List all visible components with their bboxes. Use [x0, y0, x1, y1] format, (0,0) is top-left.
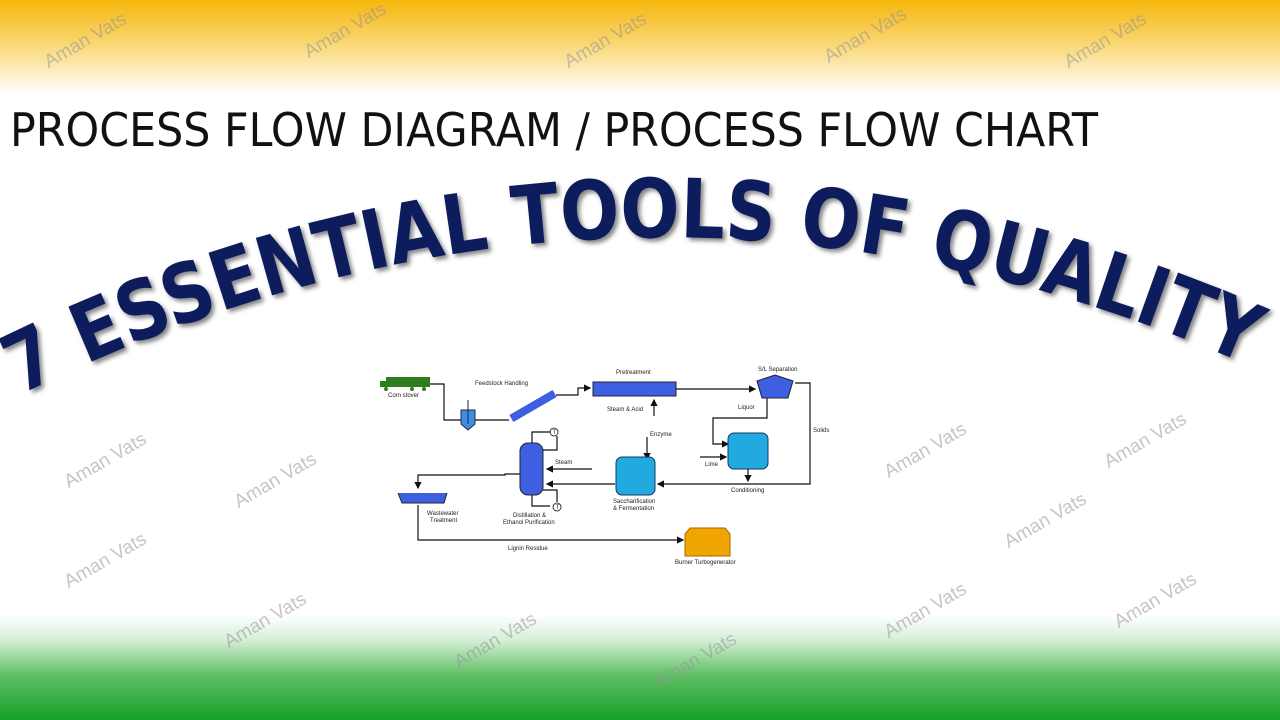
- process-flow-diagram: T T Corn stover Feedstock Handling Pretr…: [380, 367, 829, 566]
- temp-label: T: [553, 430, 557, 436]
- label: Wastewater: [427, 511, 458, 517]
- label: Distillation &: [513, 513, 546, 519]
- label: Steam & Acid: [607, 407, 643, 413]
- conditioning-tank-icon: [727, 432, 769, 470]
- label: Lime: [705, 462, 719, 468]
- label: S/L Separation: [758, 367, 797, 373]
- label: Liquor: [738, 405, 755, 411]
- label: Lignin Residue: [508, 546, 548, 552]
- wastewater-basin-icon: [397, 492, 448, 504]
- screw-conveyor-icon: [509, 390, 557, 422]
- label: Steam: [555, 460, 572, 466]
- label: Treatment: [430, 518, 457, 524]
- label: Ethanol Purification: [503, 520, 555, 526]
- fermentation-tank-icon: [615, 456, 656, 496]
- pretreatment-reactor-icon: [592, 381, 677, 397]
- separator-icon: [756, 374, 794, 399]
- label: Feedstock Handling: [475, 381, 528, 387]
- label: Corn stover: [388, 393, 419, 399]
- label: Enzyme: [650, 432, 672, 438]
- heading: PROCESS FLOW DIAGRAM / PROCESS FLOW CHAR…: [10, 103, 1099, 157]
- distillation-column-icon: [519, 442, 544, 496]
- temp-label: T: [556, 505, 560, 511]
- label: Solids: [813, 428, 829, 434]
- burner-icon: [684, 527, 731, 557]
- corn-stover-truck-icon: [380, 377, 430, 391]
- label: Conditioning: [731, 488, 764, 494]
- label: & Fermentation: [613, 506, 654, 512]
- label: Burner Turbogenerator: [675, 560, 736, 566]
- label: Pretreatment: [616, 370, 651, 376]
- label: Saccharification: [613, 499, 655, 505]
